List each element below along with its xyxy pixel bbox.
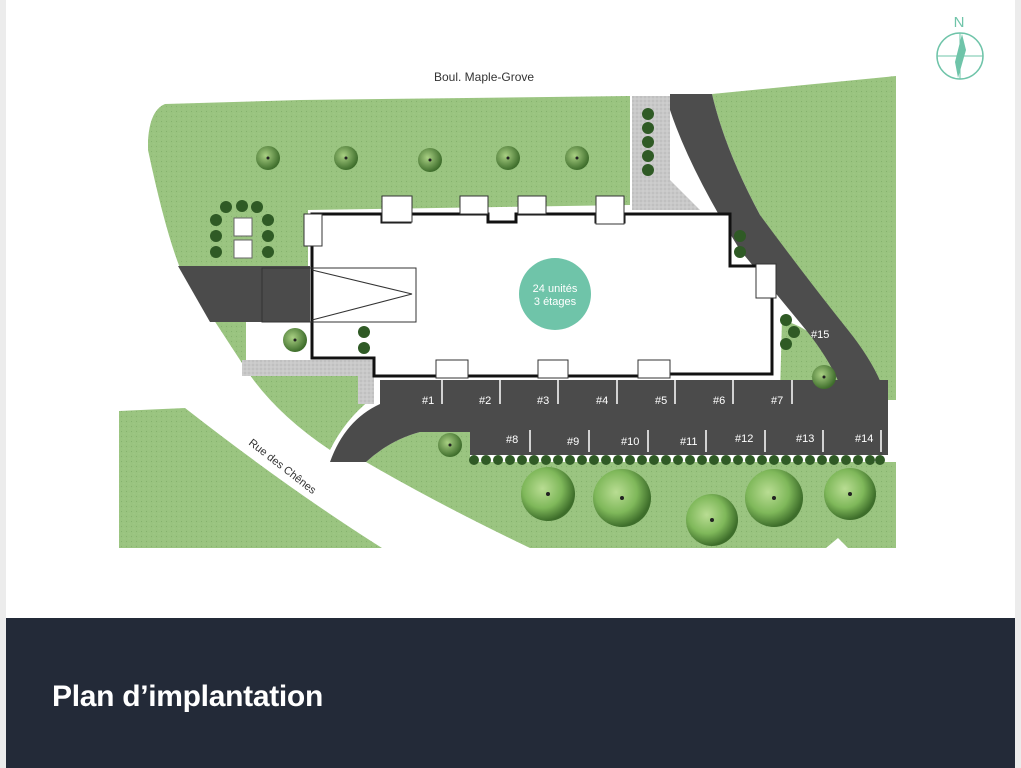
parking-stall-label: #6 [713, 395, 725, 407]
parking-stall-label: #9 [567, 436, 579, 448]
balcony [381, 195, 413, 223]
balcony [459, 195, 489, 215]
balcony [517, 195, 547, 215]
parking-stall-label: #15 [811, 329, 829, 341]
tree-icon [496, 146, 520, 170]
street-label-north: Boul. Maple-Grove [434, 70, 534, 84]
parking-stall-label: #2 [479, 395, 491, 407]
tree-icon [438, 433, 462, 457]
planter-box [233, 239, 253, 259]
parking-stall-label: #7 [771, 395, 783, 407]
parking-stall-label: #11 [680, 436, 698, 448]
driveway-west [178, 266, 310, 322]
driveway-east [670, 94, 888, 404]
walkway-west-lower [358, 376, 374, 404]
large-tree-icon [686, 494, 738, 546]
hedge-row [469, 455, 885, 465]
parking-stall-label: #4 [596, 395, 608, 407]
large-tree-icon [824, 468, 876, 520]
building-units-badge [519, 258, 591, 330]
balcony [303, 213, 323, 247]
tree-icon [565, 146, 589, 170]
lawn-east [712, 76, 896, 400]
balcony [595, 195, 625, 225]
balcony [537, 359, 569, 379]
parking-stall-label: #5 [655, 395, 667, 407]
building-units-line1: 24 unités [533, 283, 578, 295]
compass-north-label: N [954, 14, 965, 31]
page-title: Plan d’implantation [52, 680, 323, 713]
parking-stall-label: #13 [796, 433, 814, 445]
parking-stall-label: #14 [855, 433, 873, 445]
walkway-north-diag [632, 180, 700, 210]
large-tree-icon [593, 469, 651, 527]
tree-icon [334, 146, 358, 170]
tree-icon [418, 148, 442, 172]
caption-bar: Plan d’implantation [6, 618, 1015, 768]
shrub-cluster [210, 108, 800, 354]
parking-stall-lines [441, 380, 882, 452]
parking-stall-label: #3 [537, 395, 549, 407]
large-tree-icon [521, 467, 575, 521]
building-units-line2: 3 étages [534, 296, 577, 308]
parking-stall-label: #10 [621, 436, 639, 448]
tree-icon [812, 365, 836, 389]
planter-box [233, 217, 253, 237]
north-compass-icon [936, 32, 984, 80]
parking-stall-label: #8 [506, 434, 518, 446]
walkway-west [242, 360, 376, 376]
balcony [637, 359, 671, 379]
tree-icon [256, 146, 280, 170]
balcony [435, 359, 469, 379]
parking-lot [330, 380, 888, 462]
garage-ramp-lines [261, 268, 413, 322]
parking-stall-label: #12 [735, 433, 753, 445]
tree-icon [283, 328, 307, 352]
lawn-southwest [119, 408, 382, 548]
balcony [755, 263, 777, 299]
site-plan-map: #1 #2 #3 #4 #5 #6 #7 #8 #9 #10 #11 #12 #… [119, 14, 984, 548]
parking-stall-label: #1 [422, 395, 434, 407]
large-tree-icon [745, 469, 803, 527]
